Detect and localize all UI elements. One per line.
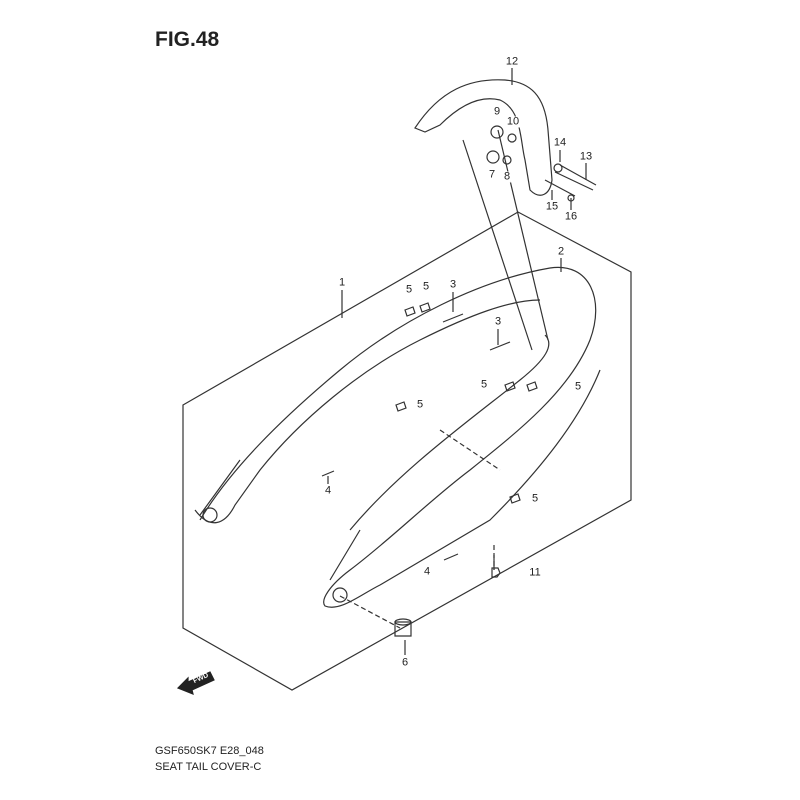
washer-16 bbox=[567, 194, 575, 202]
nut-11 bbox=[491, 567, 501, 578]
callout-4: 4 bbox=[422, 565, 432, 578]
callout-5: 5 bbox=[573, 380, 583, 393]
callout-4: 4 bbox=[323, 484, 333, 497]
callout-5: 5 bbox=[479, 378, 489, 391]
cushion-9 bbox=[490, 125, 504, 139]
leader-lines bbox=[327, 68, 587, 655]
diagram-code: GSF650SK7 E28_048 bbox=[155, 745, 264, 757]
callout-14: 14 bbox=[552, 136, 568, 149]
diagram-name: SEAT TAIL COVER-C bbox=[155, 761, 262, 773]
callout-15: 15 bbox=[544, 200, 560, 213]
stripes bbox=[321, 313, 511, 561]
grommet-6 bbox=[394, 621, 412, 637]
washer-14 bbox=[553, 163, 563, 173]
mount-hole-right bbox=[332, 587, 348, 603]
collar-10 bbox=[507, 133, 517, 143]
callout-13: 13 bbox=[578, 150, 594, 163]
fwd-arrow-icon bbox=[176, 671, 215, 695]
callout-5: 5 bbox=[404, 283, 414, 296]
callout-8: 8 bbox=[502, 170, 512, 183]
cushion-7 bbox=[486, 150, 500, 164]
sticker-5-marks bbox=[395, 302, 538, 504]
callout-1: 1 bbox=[337, 276, 347, 289]
callout-5: 5 bbox=[530, 492, 540, 505]
callout-9: 9 bbox=[492, 105, 502, 118]
grab-rail bbox=[414, 79, 553, 196]
callout-10: 10 bbox=[505, 115, 521, 128]
bolt-13 bbox=[554, 164, 597, 191]
rail-guide-lines bbox=[462, 129, 549, 351]
callout-6: 6 bbox=[400, 656, 410, 669]
figure-title: FIG.48 bbox=[155, 28, 220, 51]
callout-3: 3 bbox=[493, 315, 503, 328]
callout-12: 12 bbox=[504, 55, 520, 68]
callout-16: 16 bbox=[563, 210, 579, 223]
callout-5: 5 bbox=[415, 398, 425, 411]
callout-5: 5 bbox=[421, 280, 431, 293]
bolt-15 bbox=[544, 179, 576, 197]
callout-2: 2 bbox=[556, 245, 566, 258]
seat-tail-cover bbox=[199, 266, 601, 608]
collar-8 bbox=[502, 155, 512, 165]
callout-3: 3 bbox=[448, 278, 458, 291]
mount-hole-left bbox=[202, 507, 218, 523]
callout-11: 11 bbox=[528, 566, 542, 579]
callout-7: 7 bbox=[487, 168, 497, 181]
